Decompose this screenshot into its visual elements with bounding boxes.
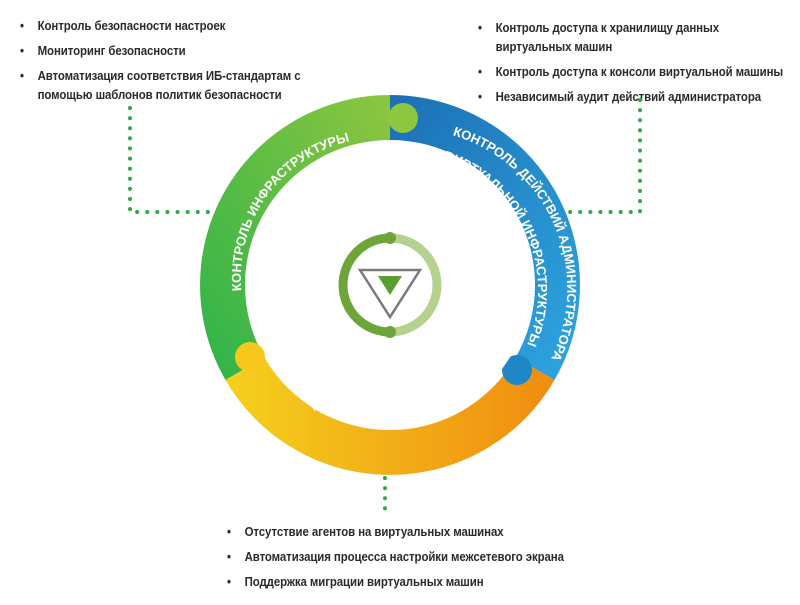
puzzle-tab-orange — [235, 342, 265, 372]
logo-dot-bottom — [384, 326, 396, 338]
traffic-segment — [225, 357, 555, 475]
triangle-logo-icon — [357, 268, 423, 320]
logo-ring-dark — [338, 233, 391, 337]
logo-dot-top — [384, 232, 396, 244]
connector-left — [128, 106, 210, 214]
traffic-bullet-list: Отсутствие агентов на виртуальных машина… — [227, 522, 597, 597]
admin-control-bullet-list: Контроль доступа к хранилищу данных вирт… — [478, 18, 795, 112]
puzzle-tab-green — [388, 103, 418, 133]
connector-right — [563, 98, 642, 214]
list-item: Мониторинг безопасности — [20, 41, 319, 60]
admin-control-segment — [390, 95, 580, 380]
list-item: Независимый аудит действий администратор… — [478, 87, 795, 106]
triangle-fill — [378, 276, 402, 295]
center-logo — [250, 145, 530, 425]
puzzle-tab-blue — [502, 355, 532, 385]
connector-dots — [128, 98, 642, 512]
list-item: Контроль доступа к консоли виртуальной м… — [478, 62, 795, 81]
list-item: Автоматизация процесса настройки межсете… — [227, 547, 597, 566]
list-item: Отсутствие агентов на виртуальных машина… — [227, 522, 597, 541]
logo-ring-light — [389, 233, 442, 337]
list-item: Поддержка миграции виртуальных машин — [227, 572, 597, 591]
infrastructure-segment — [200, 95, 390, 380]
list-item: Автоматизация соответствия ИБ-стандартам… — [20, 66, 319, 104]
list-item: Контроль доступа к хранилищу данных вирт… — [478, 18, 795, 56]
list-item: Контроль безопасности настроек — [20, 16, 319, 35]
infrastructure-bullet-list: Контроль безопасности настроек Мониторин… — [20, 16, 319, 110]
